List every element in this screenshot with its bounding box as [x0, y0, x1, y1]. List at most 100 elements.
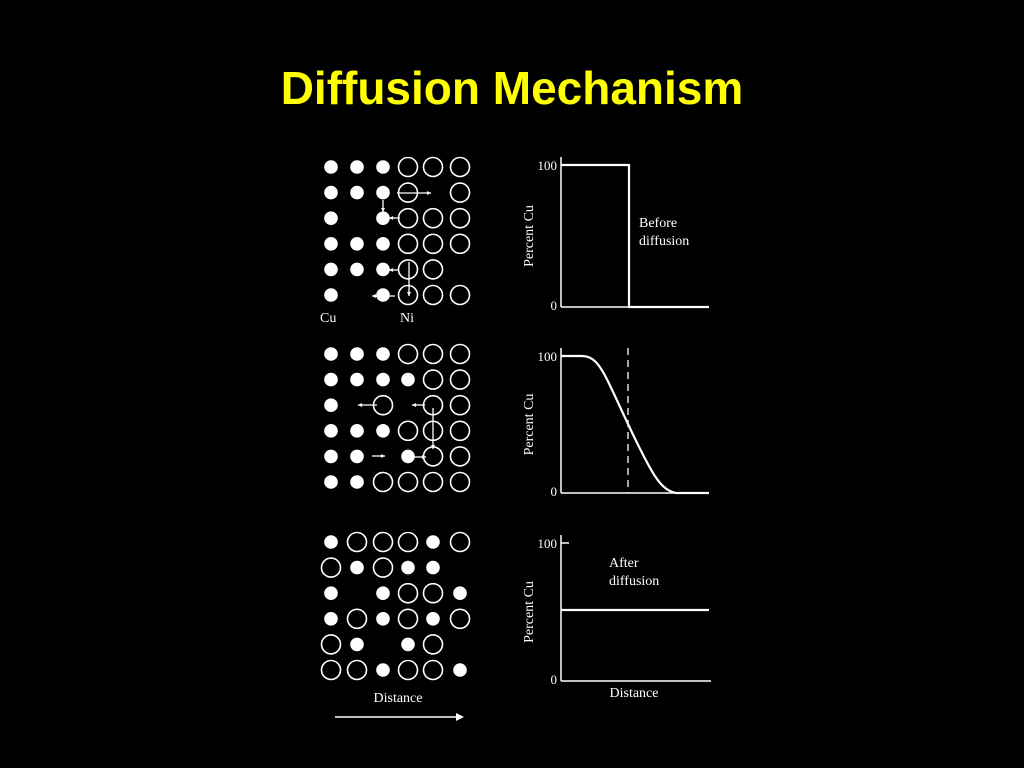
cu-atom [350, 185, 364, 200]
cu-label: Cu [320, 311, 336, 326]
ni-atom [372, 557, 394, 578]
cu-atom [350, 262, 364, 277]
ni-atom [422, 369, 444, 390]
ni-atom [346, 659, 368, 681]
ni-atom [422, 156, 444, 178]
ni-atom [346, 608, 368, 630]
cu-atom [401, 637, 415, 652]
cu-atom [426, 560, 440, 575]
cu-atom [324, 449, 338, 464]
cu-atom [453, 586, 467, 600]
ni-atom [449, 369, 471, 390]
cu-atom [426, 535, 440, 549]
cu-atom [376, 663, 390, 677]
ni-atom [397, 156, 419, 178]
lattice-2 [324, 343, 471, 493]
jump-arrow [407, 262, 411, 296]
cu-atom [350, 560, 364, 575]
ni-atom [372, 531, 394, 553]
cu-atom [350, 347, 364, 361]
ni-atom [422, 284, 444, 306]
y-tick-label-100: 100 [538, 536, 558, 551]
ni-atom [422, 471, 444, 493]
cu-atom [350, 160, 364, 174]
cu-atom [376, 237, 390, 251]
ni-atom [397, 659, 419, 681]
ni-atom [397, 343, 419, 365]
ni-atom [449, 446, 471, 467]
y-tick-label-0: 0 [551, 298, 558, 313]
cu-atom [324, 160, 338, 174]
lattice-1: Cu Ni [320, 156, 471, 326]
slide-title: Diffusion Mechanism [280, 62, 744, 114]
cu-atom [350, 475, 364, 489]
ni-atom [320, 634, 342, 655]
y-tick-label-100: 100 [538, 349, 558, 364]
cu-atom [350, 372, 364, 387]
cu-atom [453, 663, 467, 677]
jump-arrow [397, 191, 431, 195]
ni-atom [422, 259, 444, 280]
cu-atom [324, 475, 338, 489]
ni-atom [397, 531, 419, 553]
y-tick-label-100: 100 [538, 158, 558, 173]
ni-atom [422, 659, 444, 681]
ni-atom [422, 233, 444, 255]
jump-arrow [372, 294, 395, 298]
cu-atom [426, 612, 440, 626]
cu-atom [350, 449, 364, 464]
cu-atom [401, 560, 415, 575]
jump-arrow [431, 408, 435, 449]
graph-annotation-line: After [609, 556, 639, 571]
ni-atom [320, 659, 342, 681]
jump-arrow [372, 454, 385, 458]
ni-atom [422, 207, 444, 229]
ni-atom [449, 420, 471, 442]
cu-atom [401, 372, 415, 387]
cu-atom [324, 288, 338, 302]
graph-annotation-line: diffusion [639, 234, 689, 249]
cu-atom [324, 237, 338, 251]
atom-jump-arrows [358, 191, 435, 459]
ni-label: Ni [400, 311, 414, 326]
jump-arrow [389, 268, 399, 272]
ni-atom [397, 608, 419, 630]
cu-atom [376, 288, 390, 302]
distance-arrow-head [456, 713, 464, 721]
cu-atom [376, 347, 390, 361]
ni-atom [449, 156, 471, 178]
cu-concentration-profile [561, 354, 709, 495]
cu-atom [324, 211, 338, 225]
jump-arrow [358, 403, 377, 407]
ni-atom [397, 259, 419, 280]
cu-atom [324, 347, 338, 361]
ni-atom [397, 233, 419, 255]
cu-atom [324, 535, 338, 549]
y-axis-label: Percent Cu [522, 581, 537, 643]
cu-atom [376, 424, 390, 438]
cu-atom [324, 398, 338, 413]
x-axis-label: Distance [610, 686, 659, 701]
ni-atom [449, 343, 471, 365]
ni-atom [397, 582, 419, 604]
ni-atom [449, 233, 471, 255]
ni-atom [449, 182, 471, 203]
jump-arrow [414, 455, 426, 459]
ni-atom [449, 471, 471, 493]
jump-arrow [412, 403, 425, 407]
cu-atom [350, 637, 364, 652]
ni-atom [449, 284, 471, 306]
cu-atom [324, 185, 338, 200]
lattice-distance-label: Distance [374, 691, 423, 706]
ni-atom [422, 343, 444, 365]
cu-atom [376, 372, 390, 387]
cu-atom [376, 185, 390, 200]
ni-atom [397, 471, 419, 493]
cu-atom [401, 449, 415, 464]
cu-atom [350, 237, 364, 251]
ni-atom [397, 284, 419, 306]
